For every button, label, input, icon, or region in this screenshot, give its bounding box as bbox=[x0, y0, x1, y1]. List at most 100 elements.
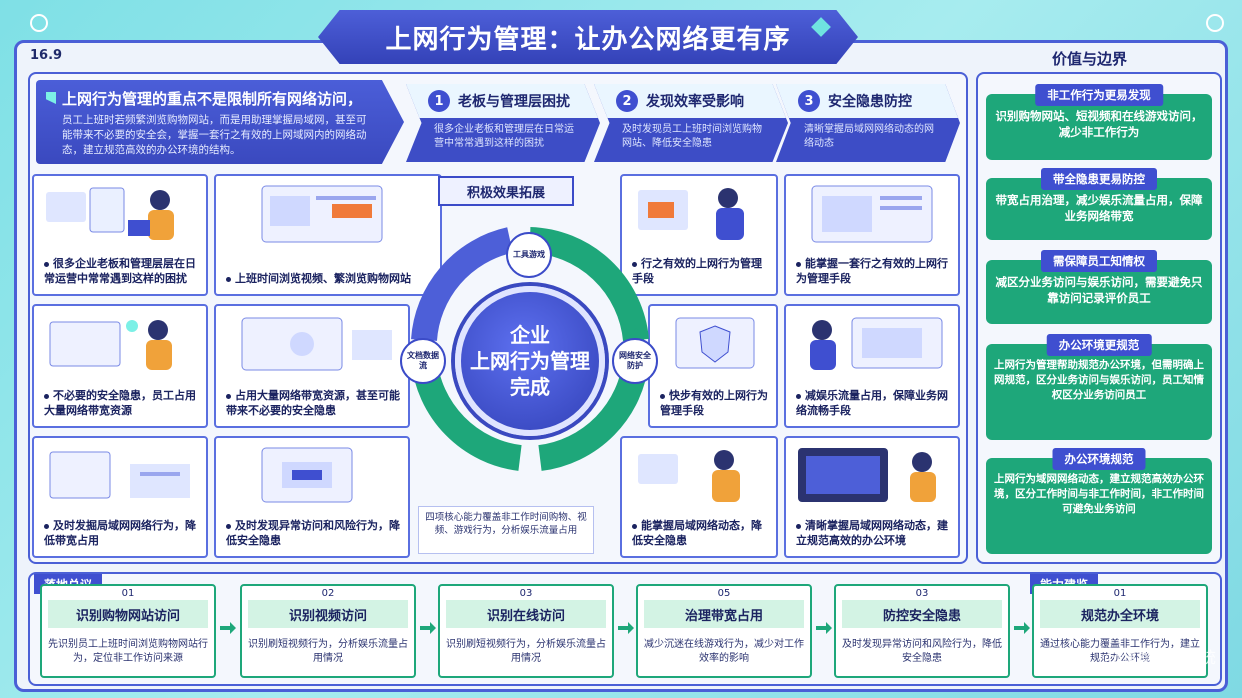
step-number: 05 bbox=[717, 588, 731, 599]
step-desc: 识别刷短视频行为，分析娱乐流量占用情况 bbox=[446, 639, 606, 664]
card-caption: 及时发现异常访问和风险行为，降低安全隐患 bbox=[226, 519, 400, 547]
value-tag: 需保障员工知情权 bbox=[1041, 250, 1157, 272]
cycle-heading: 积极效果拓展 bbox=[438, 176, 574, 206]
value-tag: 带全隐患更易防控 bbox=[1041, 168, 1157, 190]
step-desc: 及时发现员工上班时间浏览购物网站、降低安全隐患 bbox=[622, 124, 762, 149]
step-desc: 清晰掌握局域网网络动态的网络动态 bbox=[804, 124, 934, 149]
step-desc: 及时发现异常访问和风险行为，降低安全隐患 bbox=[842, 639, 1002, 664]
intro-heading: 上网行为管理的重点不是限制所有网络访问， bbox=[62, 90, 363, 108]
value-text: 识别购物网站、短视频和在线游戏访问，减少非工作行为 bbox=[995, 109, 1203, 139]
office-worker-illustration bbox=[810, 317, 943, 370]
card-caption: 能掌握局域网络动态，降低安全隐患 bbox=[632, 519, 762, 547]
card-caption: 不必要的安全隐患，员工占用大量网络带宽资源 bbox=[44, 389, 196, 417]
illustration-card: 不必要的安全隐患，员工占用大量网络带宽资源 bbox=[32, 304, 208, 428]
arrow-right-icon bbox=[220, 622, 236, 634]
security-illustration bbox=[49, 320, 172, 370]
illustration-card: 能掌握局域网络动态，降低安全隐患 bbox=[620, 436, 778, 558]
network-illustration bbox=[49, 451, 190, 499]
card-caption: 很多企业老板和管理层层在日常运营中常常遇到这样的困扰 bbox=[44, 257, 196, 285]
cycle-node-left: 文档数据流 bbox=[400, 338, 446, 384]
version-label: 16.9 bbox=[30, 48, 63, 63]
step-heading: 治理带宽占用 bbox=[644, 600, 804, 628]
card-caption: 快步有效的上网行为管理手段 bbox=[660, 389, 768, 417]
value-text: 减区分业务访问与娱乐访问，需要避免只靠访问记录评价员工 bbox=[995, 275, 1203, 305]
side-heading: 价值与边界 bbox=[1052, 50, 1128, 68]
step-desc: 很多企业老板和管理层在日常运营中常常遇到这样的困扰 bbox=[434, 124, 574, 149]
dashboard-illustration bbox=[811, 185, 933, 243]
card-caption: 上班时间浏览视频、繁浏览购物网站 bbox=[226, 271, 432, 286]
card-caption: 占用大量网络带宽资源，甚至可能带来不必要的安全隐患 bbox=[226, 389, 400, 417]
step-heading: 识别视频访问 bbox=[248, 600, 408, 628]
value-card: 带全隐患更易防控带宽占用治理，减少娱乐流量占用，保障业务网络带宽 bbox=[986, 168, 1212, 240]
shield-illustration bbox=[675, 317, 755, 369]
value-tag: 办公环境更规范 bbox=[1046, 334, 1152, 356]
illustration-card: 及时发现异常访问和风险行为，降低安全隐患 bbox=[214, 436, 410, 558]
step-heading: 规范办全环境 bbox=[1040, 600, 1200, 628]
decor-dot bbox=[30, 14, 48, 32]
intro-body: 员工上班时若频繁浏览购物网站，而是用助理掌握局域网，甚至可能带来不必要的安全会，… bbox=[62, 114, 367, 156]
document-illustration bbox=[261, 447, 353, 503]
arrow-right-icon bbox=[1014, 622, 1030, 634]
illustration-card: 行之有效的上网行为管理手段 bbox=[620, 174, 778, 296]
card-caption: 减娱乐流量占用，保障业务网络流畅手段 bbox=[796, 389, 948, 417]
chevron-step-1: 1 老板与管理层困扰 很多企业老板和管理层在日常运营中常常遇到这样的困扰 bbox=[406, 84, 600, 162]
step-heading: 识别购物网站访问 bbox=[48, 600, 208, 628]
value-text: 上网行为管理帮助规范办公环境，但需明确上网规范，区分业务访问与娱乐访问，员工知情… bbox=[994, 359, 1204, 401]
title-banner: 上网行为管理：让办公网络更有序 bbox=[318, 10, 858, 64]
bandwidth-illustration bbox=[241, 317, 392, 371]
manager-illustration bbox=[46, 187, 174, 240]
step-desc: 通过核心能力覆盖非工作行为，建立规范办公环境 bbox=[1040, 639, 1200, 664]
chevron-step-3: 3 安全隐患防控 清晰掌握局域网网络动态的网络动态 bbox=[776, 84, 960, 162]
step-number: 2 bbox=[616, 90, 638, 112]
value-tag: 办公环境规范 bbox=[1052, 448, 1146, 470]
value-card: 非工作行为更易发现识别购物网站、短视频和在线游戏访问，减少非工作行为 bbox=[986, 84, 1212, 160]
worker-illustration bbox=[638, 188, 744, 240]
illustration-card: 很多企业老板和管理层层在日常运营中常常遇到这样的困扰 bbox=[32, 174, 208, 296]
page-title: 上网行为管理：让办公网络更有序 bbox=[385, 24, 791, 55]
step-number: 02 bbox=[321, 588, 335, 599]
step-desc: 减少沉迷在线游戏行为，减少对工作效率的影响 bbox=[644, 639, 804, 664]
step-desc: 先识别员工上班时间浏览购物网站行为，定位非工作访问来源 bbox=[48, 639, 208, 664]
illustration-card: 上班时间浏览视频、繁浏览购物网站 bbox=[214, 174, 442, 296]
shopping-site-illustration bbox=[261, 185, 383, 243]
illustration-card: 能掌握一套行之有效的上网行为管理手段 bbox=[784, 174, 960, 296]
decor-dot bbox=[1206, 14, 1224, 32]
card-caption: 清晰掌握局域网网络动态，建立规范高效的办公环境 bbox=[796, 519, 948, 547]
illustration-card: 减娱乐流量占用，保障业务网络流畅手段 bbox=[784, 304, 960, 428]
center-line-1: 企业 bbox=[510, 323, 550, 347]
arrow-right-icon bbox=[618, 622, 634, 634]
illustration-card: 及时发掘局域网网络行为，降低带宽占用 bbox=[32, 436, 208, 558]
arrow-right-icon bbox=[816, 622, 832, 634]
value-tag: 非工作行为更易发现 bbox=[1035, 84, 1163, 106]
value-text: 带宽占用治理，减少娱乐流量占用，保障业务网络带宽 bbox=[995, 193, 1203, 223]
chevron-step-2: 2 发现效率受影响 及时发现员工上班时间浏览购物网站、降低安全隐患 bbox=[594, 84, 788, 162]
step-number: 01 bbox=[1113, 588, 1127, 599]
intro-banner: 上网行为管理的重点不是限制所有网络访问， 员工上班时若频繁浏览购物网站，而是用助… bbox=[36, 80, 404, 164]
watermark: @洞察网管系统 bbox=[1103, 648, 1216, 667]
arrow-right-icon bbox=[420, 622, 436, 634]
card-caption: 及时发掘局域网网络行为，降低带宽占用 bbox=[44, 519, 196, 547]
center-line-3: 完成 bbox=[510, 375, 550, 399]
step-number: 03 bbox=[915, 588, 929, 599]
step-number: 1 bbox=[428, 90, 450, 112]
card-caption: 行之有效的上网行为管理手段 bbox=[632, 257, 762, 285]
analyst-illustration bbox=[638, 450, 740, 502]
step-number: 01 bbox=[121, 588, 135, 599]
step-heading: 防控安全隐患 bbox=[842, 600, 1002, 628]
flag-icon bbox=[46, 92, 56, 104]
step-number: 03 bbox=[519, 588, 533, 599]
step-label: 安全隐患防控 bbox=[828, 94, 912, 110]
card-caption: 能掌握一套行之有效的上网行为管理手段 bbox=[796, 257, 948, 285]
step-number: 3 bbox=[798, 90, 820, 112]
value-text: 上网行为域网网络动态，建立规范高效办公环境，区分工作时间与非工作时间，非工作时间… bbox=[994, 473, 1204, 515]
illustration-card: 清晰掌握局域网网络动态，建立规范高效的办公环境 bbox=[784, 436, 960, 558]
step-label: 老板与管理层困扰 bbox=[458, 94, 570, 110]
monitor-illustration bbox=[798, 448, 936, 502]
step-label: 发现效率受影响 bbox=[646, 94, 744, 110]
